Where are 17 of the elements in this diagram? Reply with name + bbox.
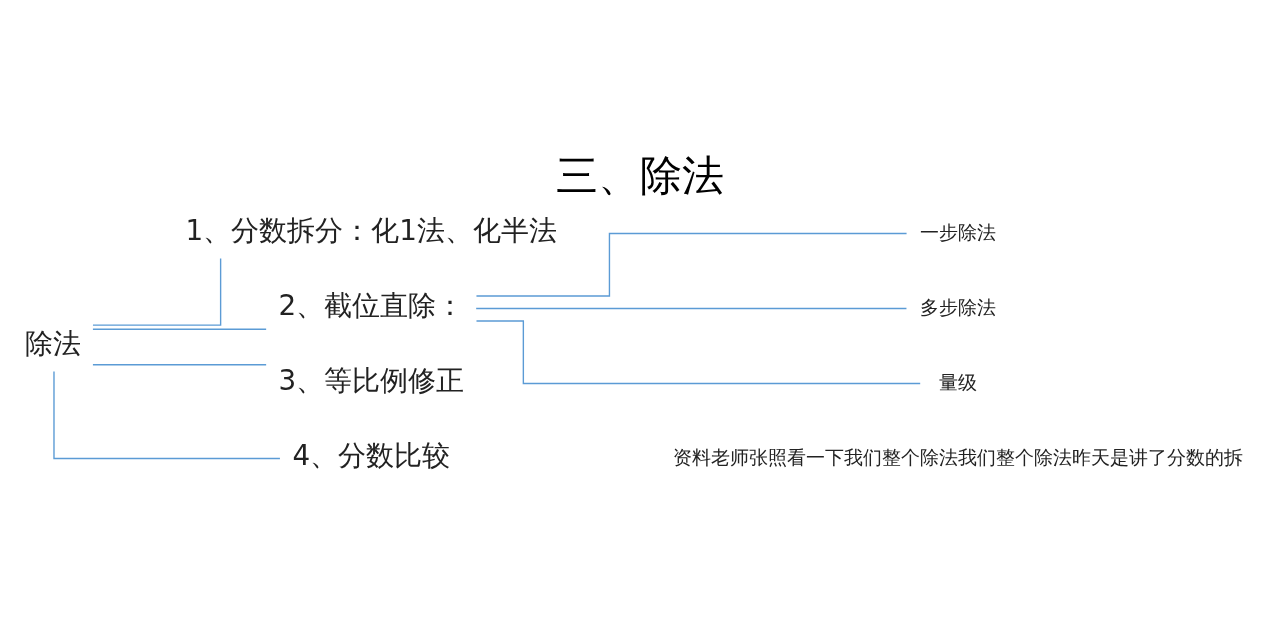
- label: 资料老师张照看一下我们整个除法我们整个除法昨天是讲了分数的拆: [673, 445, 1243, 469]
- node-text: 2、截位直除：: [278, 288, 465, 322]
- node-text: 4、分数比较: [292, 438, 451, 472]
- connector: [92, 363, 267, 365]
- node-text: 3、等比例修正: [278, 363, 465, 397]
- connector: [475, 232, 908, 297]
- connector: [92, 328, 267, 330]
- connector: [475, 307, 908, 309]
- diagram-title: 三、除法: [556, 150, 724, 200]
- node-text: 1、分数拆分：化1法、化半法: [185, 213, 557, 247]
- connector: [53, 370, 281, 459]
- connector: [475, 319, 921, 384]
- connector: [92, 257, 222, 326]
- node-text: 除法: [25, 326, 82, 360]
- node-text: 多步除法: [920, 295, 996, 319]
- node-text: 一步除法: [920, 220, 996, 244]
- node-text: 量级: [939, 370, 977, 394]
